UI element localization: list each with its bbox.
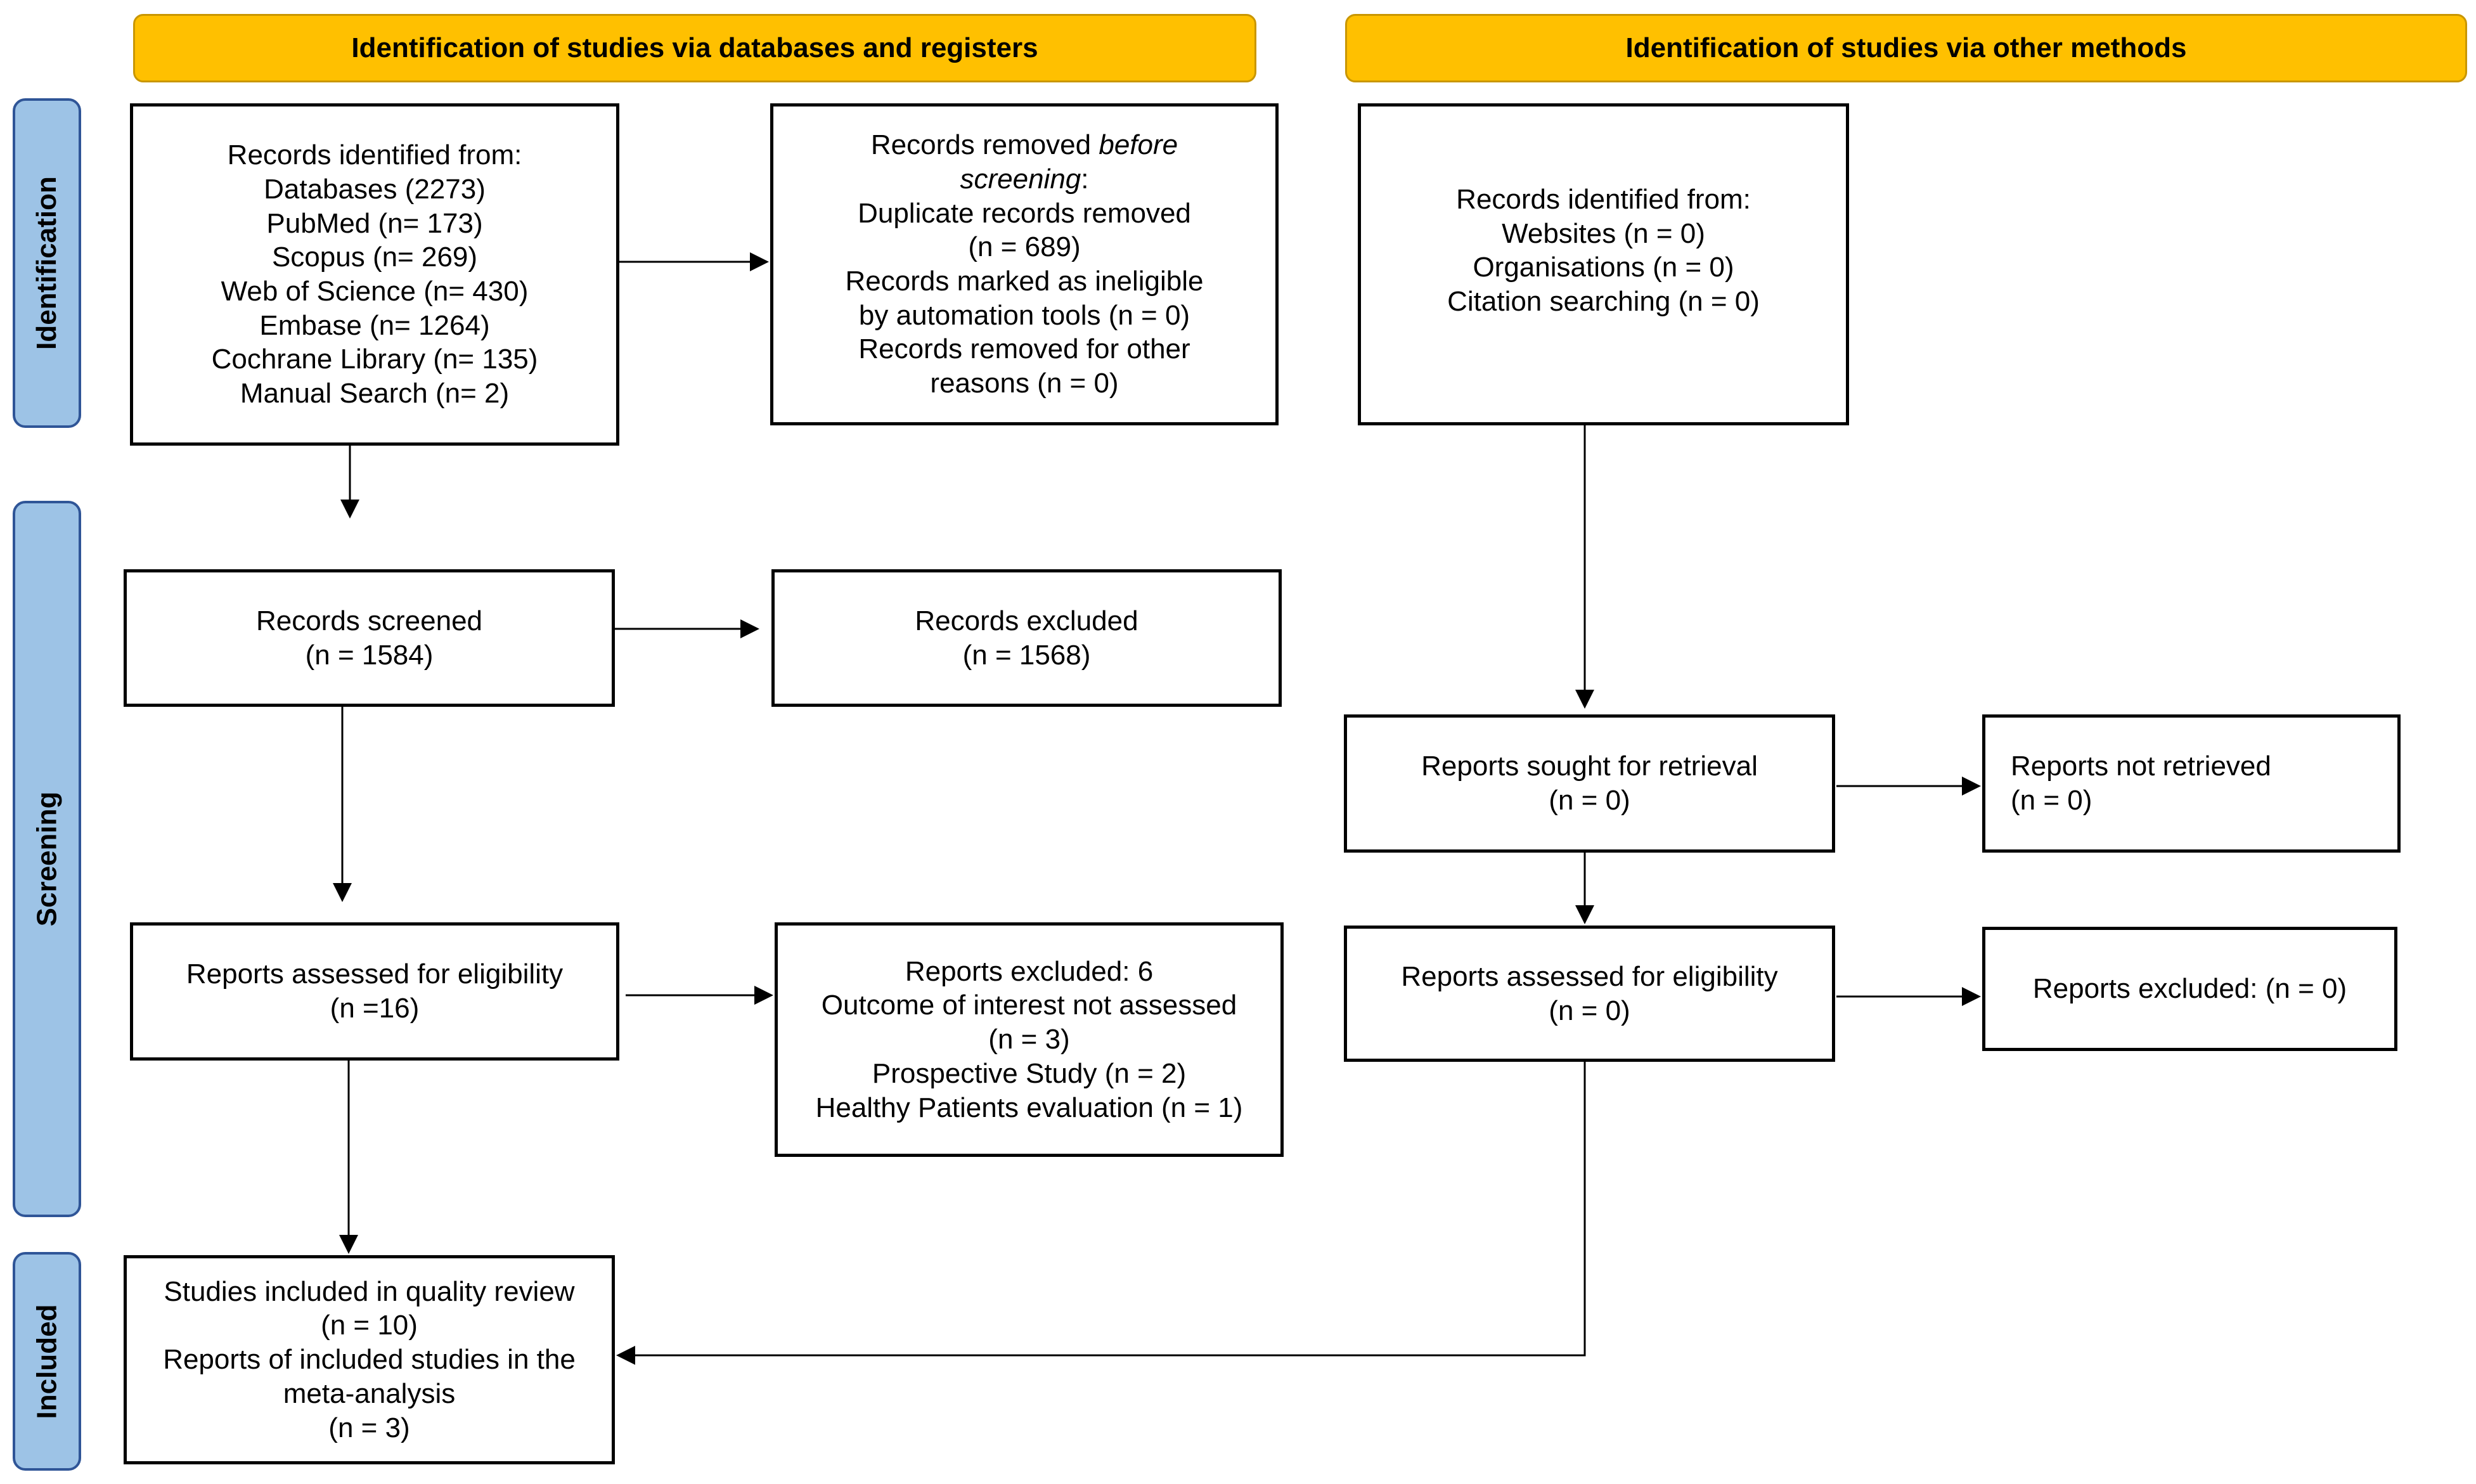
reports-sought-line: Reports sought for retrieval (1421, 751, 1758, 782)
reports-assessed-line: Reports assessed for eligibility (186, 958, 564, 990)
records-identified-line: Manual Search (n= 2) (240, 378, 510, 410)
records-identified-line: PubMed (n= 173) (266, 207, 483, 239)
reports-excluded-line: Outcome of interest not assessed (821, 990, 1237, 1021)
arrow-other-assessed-to-included (616, 1062, 1586, 1365)
records-identified-line: Records identified from: (227, 139, 522, 171)
box-records-removed: Records removed before screening: Duplic… (770, 103, 1279, 425)
records-removed-line: Records marked as ineligible (845, 266, 1204, 297)
records-removed-line: Records removed for other (858, 333, 1190, 365)
reports-excluded-line: Reports excluded: 6 (905, 955, 1154, 987)
records-screened-line: (n = 1584) (305, 639, 434, 671)
box-other-reports-assessed: Reports assessed for eligibility (n = 0) (1344, 926, 1835, 1062)
records-removed-line: (n = 689) (968, 231, 1081, 263)
records-identified-line: Databases (2273) (264, 173, 486, 205)
reports-excluded-line: Prospective Study (n = 2) (872, 1057, 1187, 1089)
box-records-excluded: Records excluded (n = 1568) (771, 569, 1282, 707)
other-reports-assessed-line: Reports assessed for eligibility (1401, 960, 1778, 992)
records-excluded-line: (n = 1568) (962, 639, 1091, 671)
other-records-identified-line: Websites (n = 0) (1502, 217, 1705, 249)
header-databases-registers: Identification of studies via databases … (133, 14, 1256, 82)
box-reports-not-retrieved: Reports not retrieved (n = 0) (1982, 714, 2401, 853)
studies-included-line: Reports of included studies in the (163, 1344, 576, 1376)
box-reports-assessed: Reports assessed for eligibility (n =16) (130, 922, 619, 1061)
phase-included: Included (13, 1252, 81, 1471)
records-removed-prefix: Records removed (870, 129, 1099, 161)
studies-included-line: meta-analysis (283, 1378, 456, 1409)
box-other-records-identified: Records identified from: Websites (n = 0… (1358, 103, 1849, 425)
header-other-methods: Identification of studies via other meth… (1345, 14, 2467, 82)
reports-sought-line: (n = 0) (1549, 785, 1630, 816)
box-other-reports-excluded: Reports excluded: (n = 0) (1982, 927, 2397, 1051)
studies-included-line: (n = 10) (321, 1310, 418, 1341)
records-removed-line: reasons (n = 0) (930, 368, 1119, 399)
records-removed-colon: : (1081, 163, 1089, 195)
records-removed-line: Duplicate records removed (858, 197, 1191, 229)
reports-assessed-line: (n =16) (330, 993, 420, 1024)
records-removed-before: before (1099, 129, 1178, 161)
records-removed-line: by automation tools (n = 0) (858, 299, 1190, 331)
other-records-identified-line: Records identified from: (1456, 184, 1751, 215)
reports-not-retrieved-line: (n = 0) (2011, 785, 2092, 816)
records-excluded-line: Records excluded (915, 605, 1138, 636)
other-reports-assessed-line: (n = 0) (1549, 995, 1630, 1026)
other-reports-excluded-line: Reports excluded: (n = 0) (2032, 973, 2347, 1005)
phase-identification: Identification (13, 98, 81, 428)
records-identified-line: Cochrane Library (n= 135) (211, 344, 538, 375)
records-removed-heading-2: screening: (960, 162, 1088, 197)
studies-included-line: (n = 3) (328, 1412, 410, 1443)
records-identified-line: Embase (n= 1264) (259, 309, 490, 341)
box-reports-sought: Reports sought for retrieval (n = 0) (1344, 714, 1835, 853)
box-reports-excluded: Reports excluded: 6 Outcome of interest … (775, 922, 1284, 1157)
reports-excluded-line: Healthy Patients evaluation (n = 1) (815, 1092, 1243, 1123)
phase-screening: Screening (13, 501, 81, 1217)
box-records-identified: Records identified from: Databases (2273… (130, 103, 619, 446)
box-studies-included: Studies included in quality review (n = … (124, 1255, 615, 1464)
reports-not-retrieved-line: Reports not retrieved (2011, 751, 2271, 782)
other-records-identified-line: Organisations (n = 0) (1473, 252, 1734, 283)
studies-included-line: Studies included in quality review (164, 1275, 575, 1307)
records-identified-line: Web of Science (n= 430) (221, 276, 529, 307)
records-screened-line: Records screened (255, 605, 483, 636)
records-removed-heading: Records removed before (871, 128, 1178, 162)
other-records-identified-line: Citation searching (n = 0) (1447, 286, 1760, 318)
reports-excluded-line: (n = 3) (988, 1024, 1070, 1055)
records-identified-line: Scopus (n= 269) (271, 242, 478, 273)
records-removed-screening: screening (960, 163, 1081, 195)
box-records-screened: Records screened (n = 1584) (124, 569, 615, 707)
